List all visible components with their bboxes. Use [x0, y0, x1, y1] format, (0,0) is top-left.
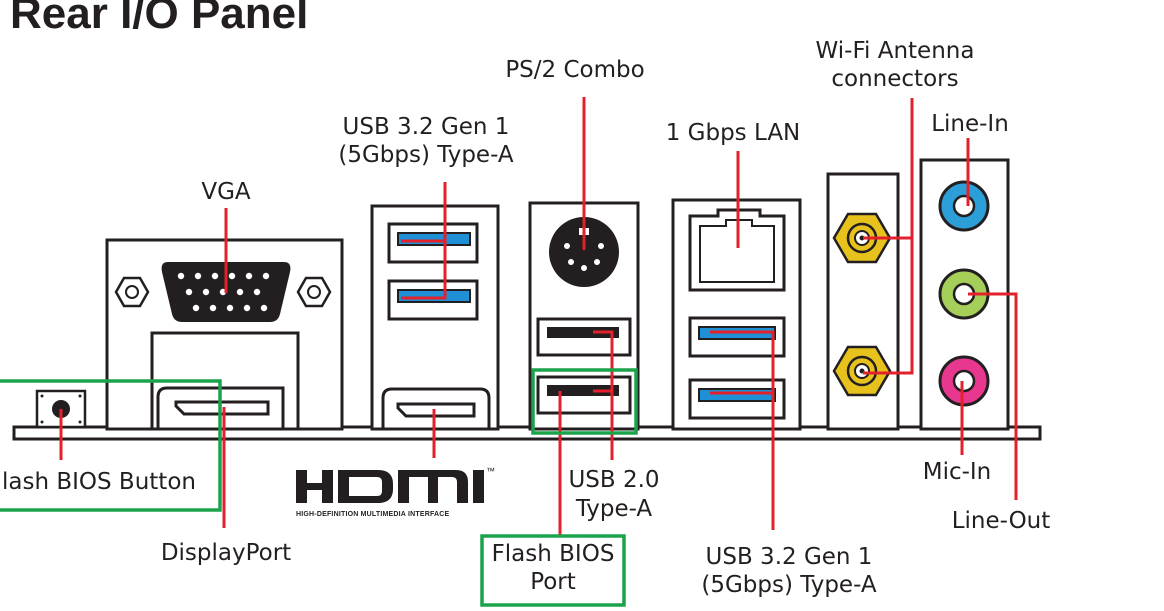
lan-usb32-block	[671, 198, 802, 431]
vga-label: VGA	[201, 179, 251, 205]
wifi-label-line2: connectors	[831, 66, 958, 92]
lan-port	[688, 208, 786, 292]
flash-bios-button-label: lash BIOS Button	[2, 469, 196, 495]
vga-screw-left	[114, 276, 150, 308]
wifi-antenna-block	[826, 172, 900, 431]
flash-bios-port-label-line1: Flash BIOS	[492, 541, 615, 567]
displayport-port	[156, 386, 285, 429]
ps2-label: PS/2 Combo	[505, 57, 644, 83]
ps2-port	[549, 217, 619, 287]
highlight-boxes	[0, 368, 638, 607]
displayport-label: DisplayPort	[161, 540, 291, 566]
usb20-label-line2: Type-A	[575, 496, 653, 522]
flash-bios-port-label-highlight	[480, 534, 626, 607]
page-title: Rear I/O Panel	[10, 0, 308, 38]
mic-in-label: Mic-In	[923, 459, 992, 485]
vga-screw-right	[296, 276, 332, 308]
usb32-bottom-label-line1: USB 3.2 Gen 1	[706, 544, 873, 570]
flash-bios-port-highlight	[531, 368, 638, 435]
leader-lines	[59, 97, 1018, 536]
usb32-top-label-line1: USB 3.2 Gen 1	[343, 114, 510, 140]
hdmi-tm: ™	[486, 466, 495, 476]
wifi-label-line1: Wi-Fi Antenna	[816, 38, 975, 64]
usb32-top-label-line2: (5Gbps) Type-A	[338, 142, 514, 168]
usb32-bottom-label-line2: (5Gbps) Type-A	[701, 572, 877, 598]
usb32-hdmi-block	[370, 204, 500, 431]
usb20-label-line1: USB 2.0	[568, 467, 659, 493]
lan-label: 1 Gbps LAN	[666, 120, 801, 146]
hdmi-logo: ™ HIGH-DEFINITION MULTIMEDIA INTERFACE	[296, 466, 495, 518]
line-in-label: Line-In	[931, 111, 1009, 137]
line-out-label: Line-Out	[952, 508, 1051, 534]
antenna-connector-bottom	[832, 345, 892, 397]
hdmi-logo-subtitle: HIGH-DEFINITION MULTIMEDIA INTERFACE	[296, 511, 450, 518]
flash-bios-port-label-line2: Port	[530, 569, 576, 595]
hdmi-port	[381, 387, 491, 429]
flash-bios-button-highlight	[0, 379, 222, 512]
